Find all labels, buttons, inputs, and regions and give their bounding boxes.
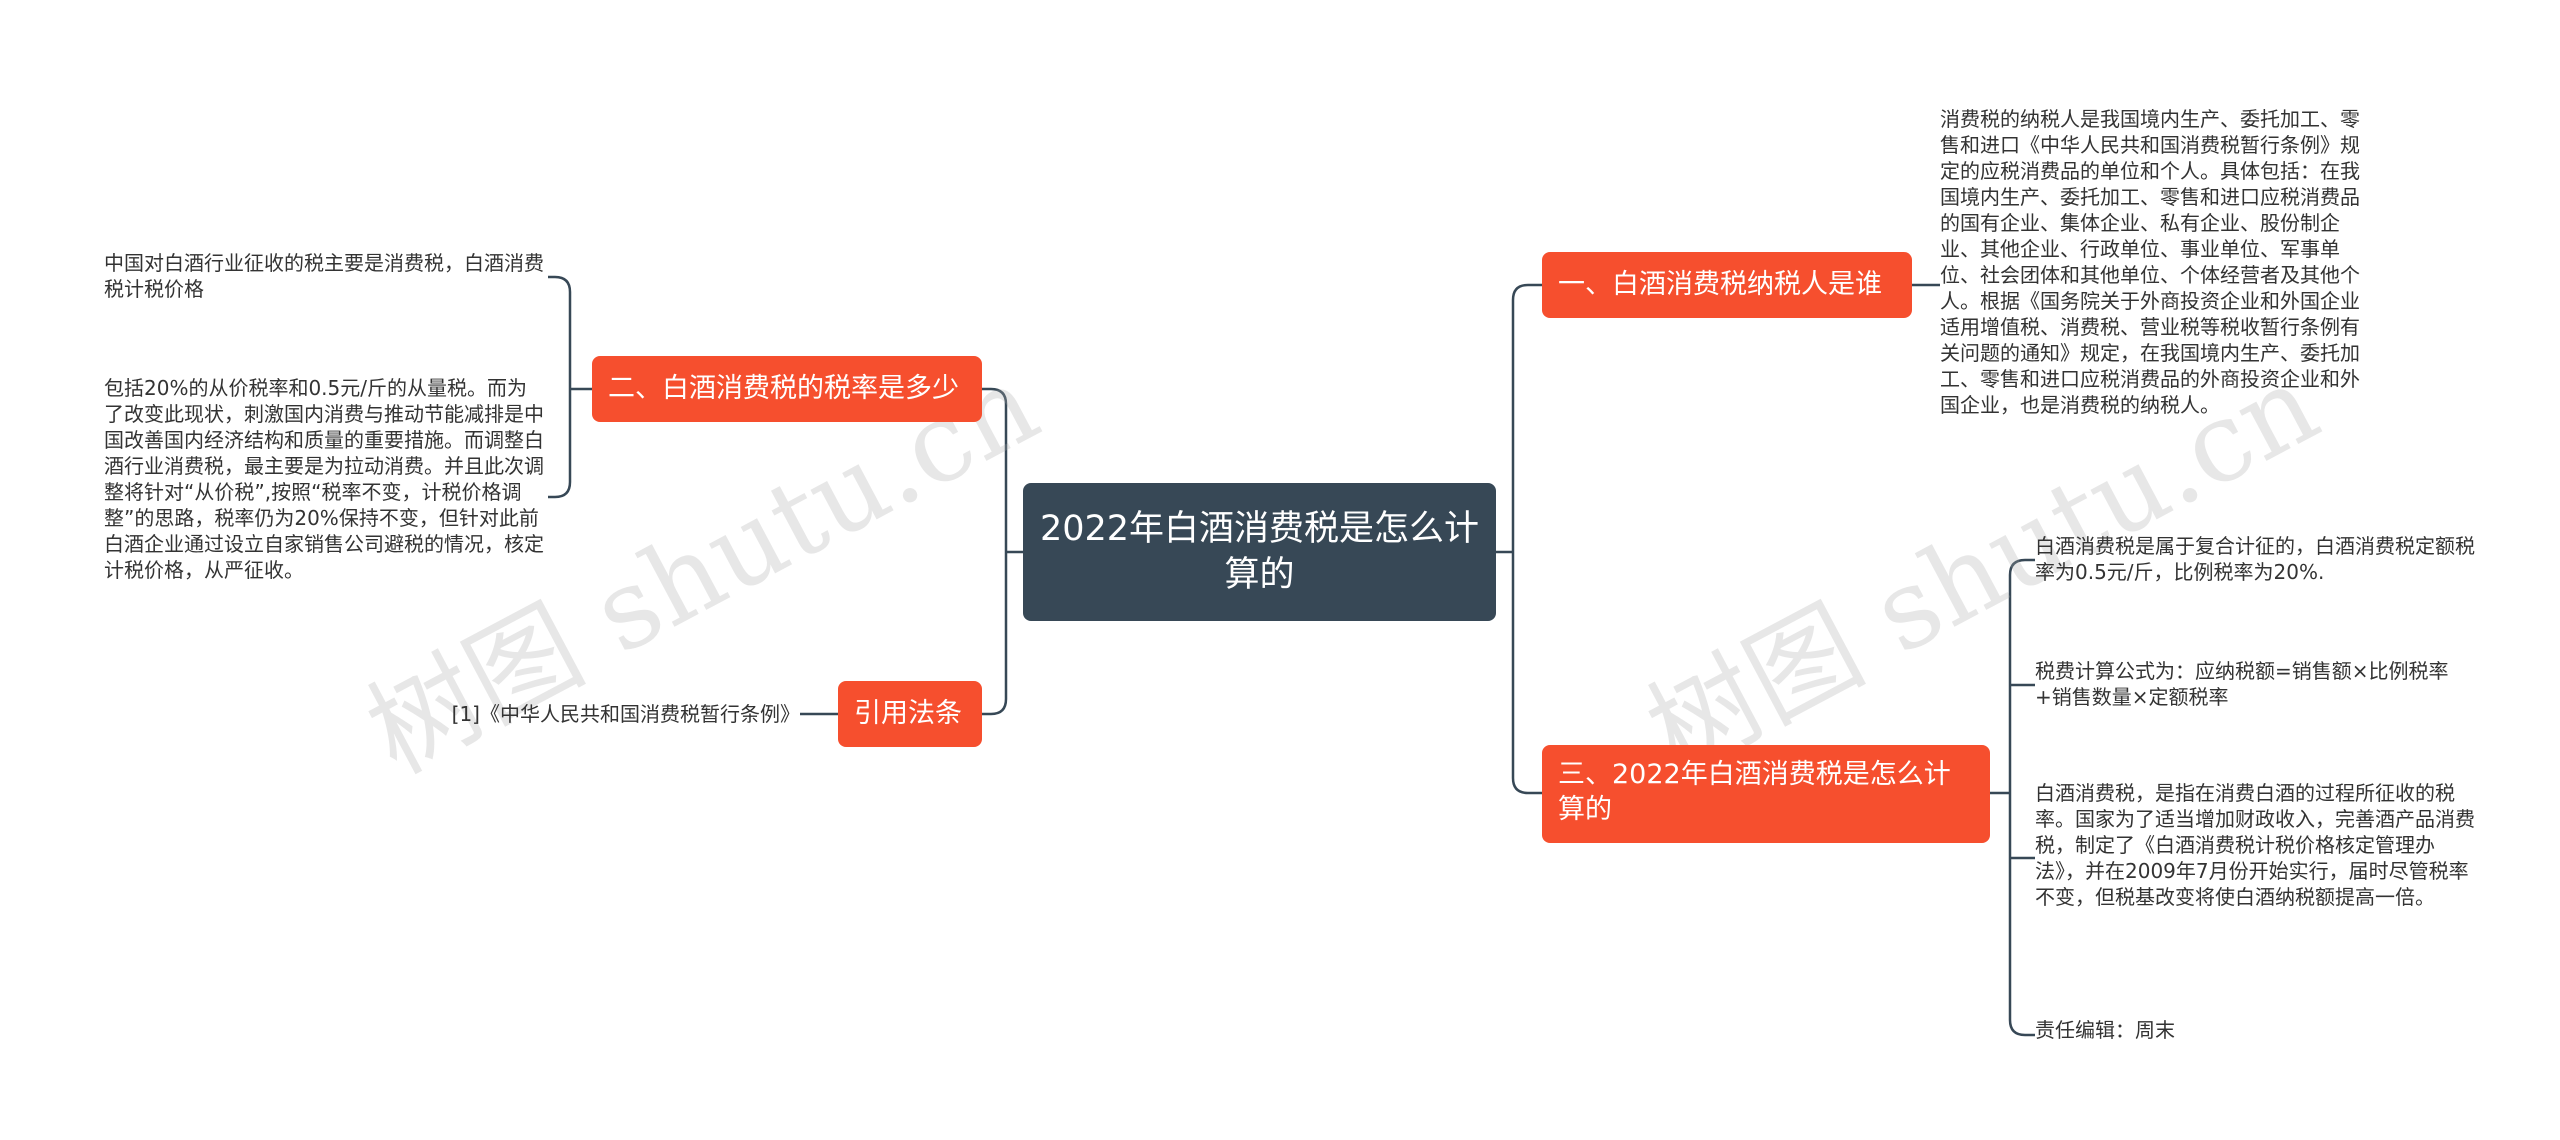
leaf-formula: 税费计算公式为：应纳税额=销售额×比例税率+销售数量×定额税率: [2035, 659, 2449, 709]
leaf-citation-law[interactable]: [1]《中华人民共和国消费税暂行条例》: [451, 702, 800, 726]
branch-tax-rate[interactable]: 二、白酒消费税的税率是多少: [592, 356, 982, 422]
leaf-editor: 责任编辑：周末: [2035, 1018, 2175, 1042]
leaf-rate-detail: 包括20%的从价税率和0.5元/斤的从量税。而为了改变此现状，刺激国内消费与推动…: [104, 376, 544, 582]
central-topic[interactable]: 2022年白酒消费税是怎么计算的: [1023, 483, 1496, 621]
branch-taxpayer[interactable]: 一、白酒消费税纳税人是谁: [1542, 252, 1912, 318]
leaf-taxpayer-definition: 消费税的纳税人是我国境内生产、委托加工、零售和进口《中华人民共和国消费税暂行条例…: [1940, 107, 2360, 417]
leaf-background: 白酒消费税，是指在消费白酒的过程所征收的税率。国家为了适当增加财政收入，完善酒产…: [2035, 781, 2475, 909]
branch-calculation[interactable]: 三、2022年白酒消费税是怎么计算的: [1542, 745, 1990, 843]
leaf-composite-rate: 白酒消费税是属于复合计征的，白酒消费税定额税率为0.5元/斤，比例税率为20%.: [2035, 534, 2475, 584]
leaf-tax-type: 中国对白酒行业征收的税主要是消费税，白酒消费税计税价格: [104, 251, 544, 301]
branch-citation[interactable]: 引用法条: [838, 681, 982, 747]
